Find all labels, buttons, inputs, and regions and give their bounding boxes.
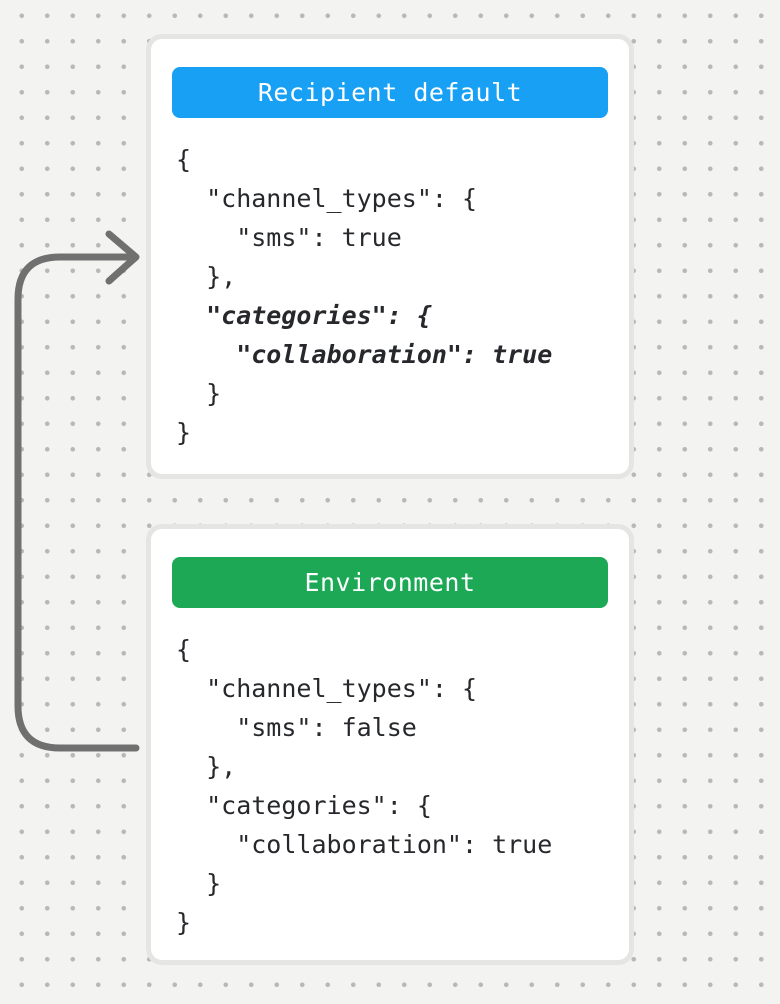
code-line: "channel_types": { (176, 674, 478, 703)
code-line: "sms": true (176, 223, 402, 252)
code-line: "channel_types": { (176, 184, 478, 213)
code-line: "sms": false (176, 713, 417, 742)
code-line: { (176, 145, 192, 174)
environment-json-code: { "channel_types": { "sms": false }, "ca… (172, 630, 608, 942)
code-line: "collaboration": true (176, 830, 553, 859)
recipient-default-json-code: { "channel_types": { "sms": true }, "cat… (172, 140, 608, 452)
code-line: { (176, 635, 192, 664)
code-line: } (176, 418, 192, 447)
code-line: "collaboration": true (176, 340, 553, 369)
code-line: } (176, 869, 222, 898)
recipient-default-badge: Recipient default (172, 67, 608, 118)
code-line: }, (176, 752, 237, 781)
card-environment: Environment { "channel_types": { "sms": … (146, 524, 634, 965)
code-line: "categories": { (176, 301, 432, 330)
code-line: }, (176, 262, 237, 291)
code-line: } (176, 379, 222, 408)
environment-badge: Environment (172, 557, 608, 608)
code-line: "categories": { (176, 791, 432, 820)
card-recipient-default: Recipient default { "channel_types": { "… (146, 34, 634, 479)
code-line: } (176, 908, 192, 937)
